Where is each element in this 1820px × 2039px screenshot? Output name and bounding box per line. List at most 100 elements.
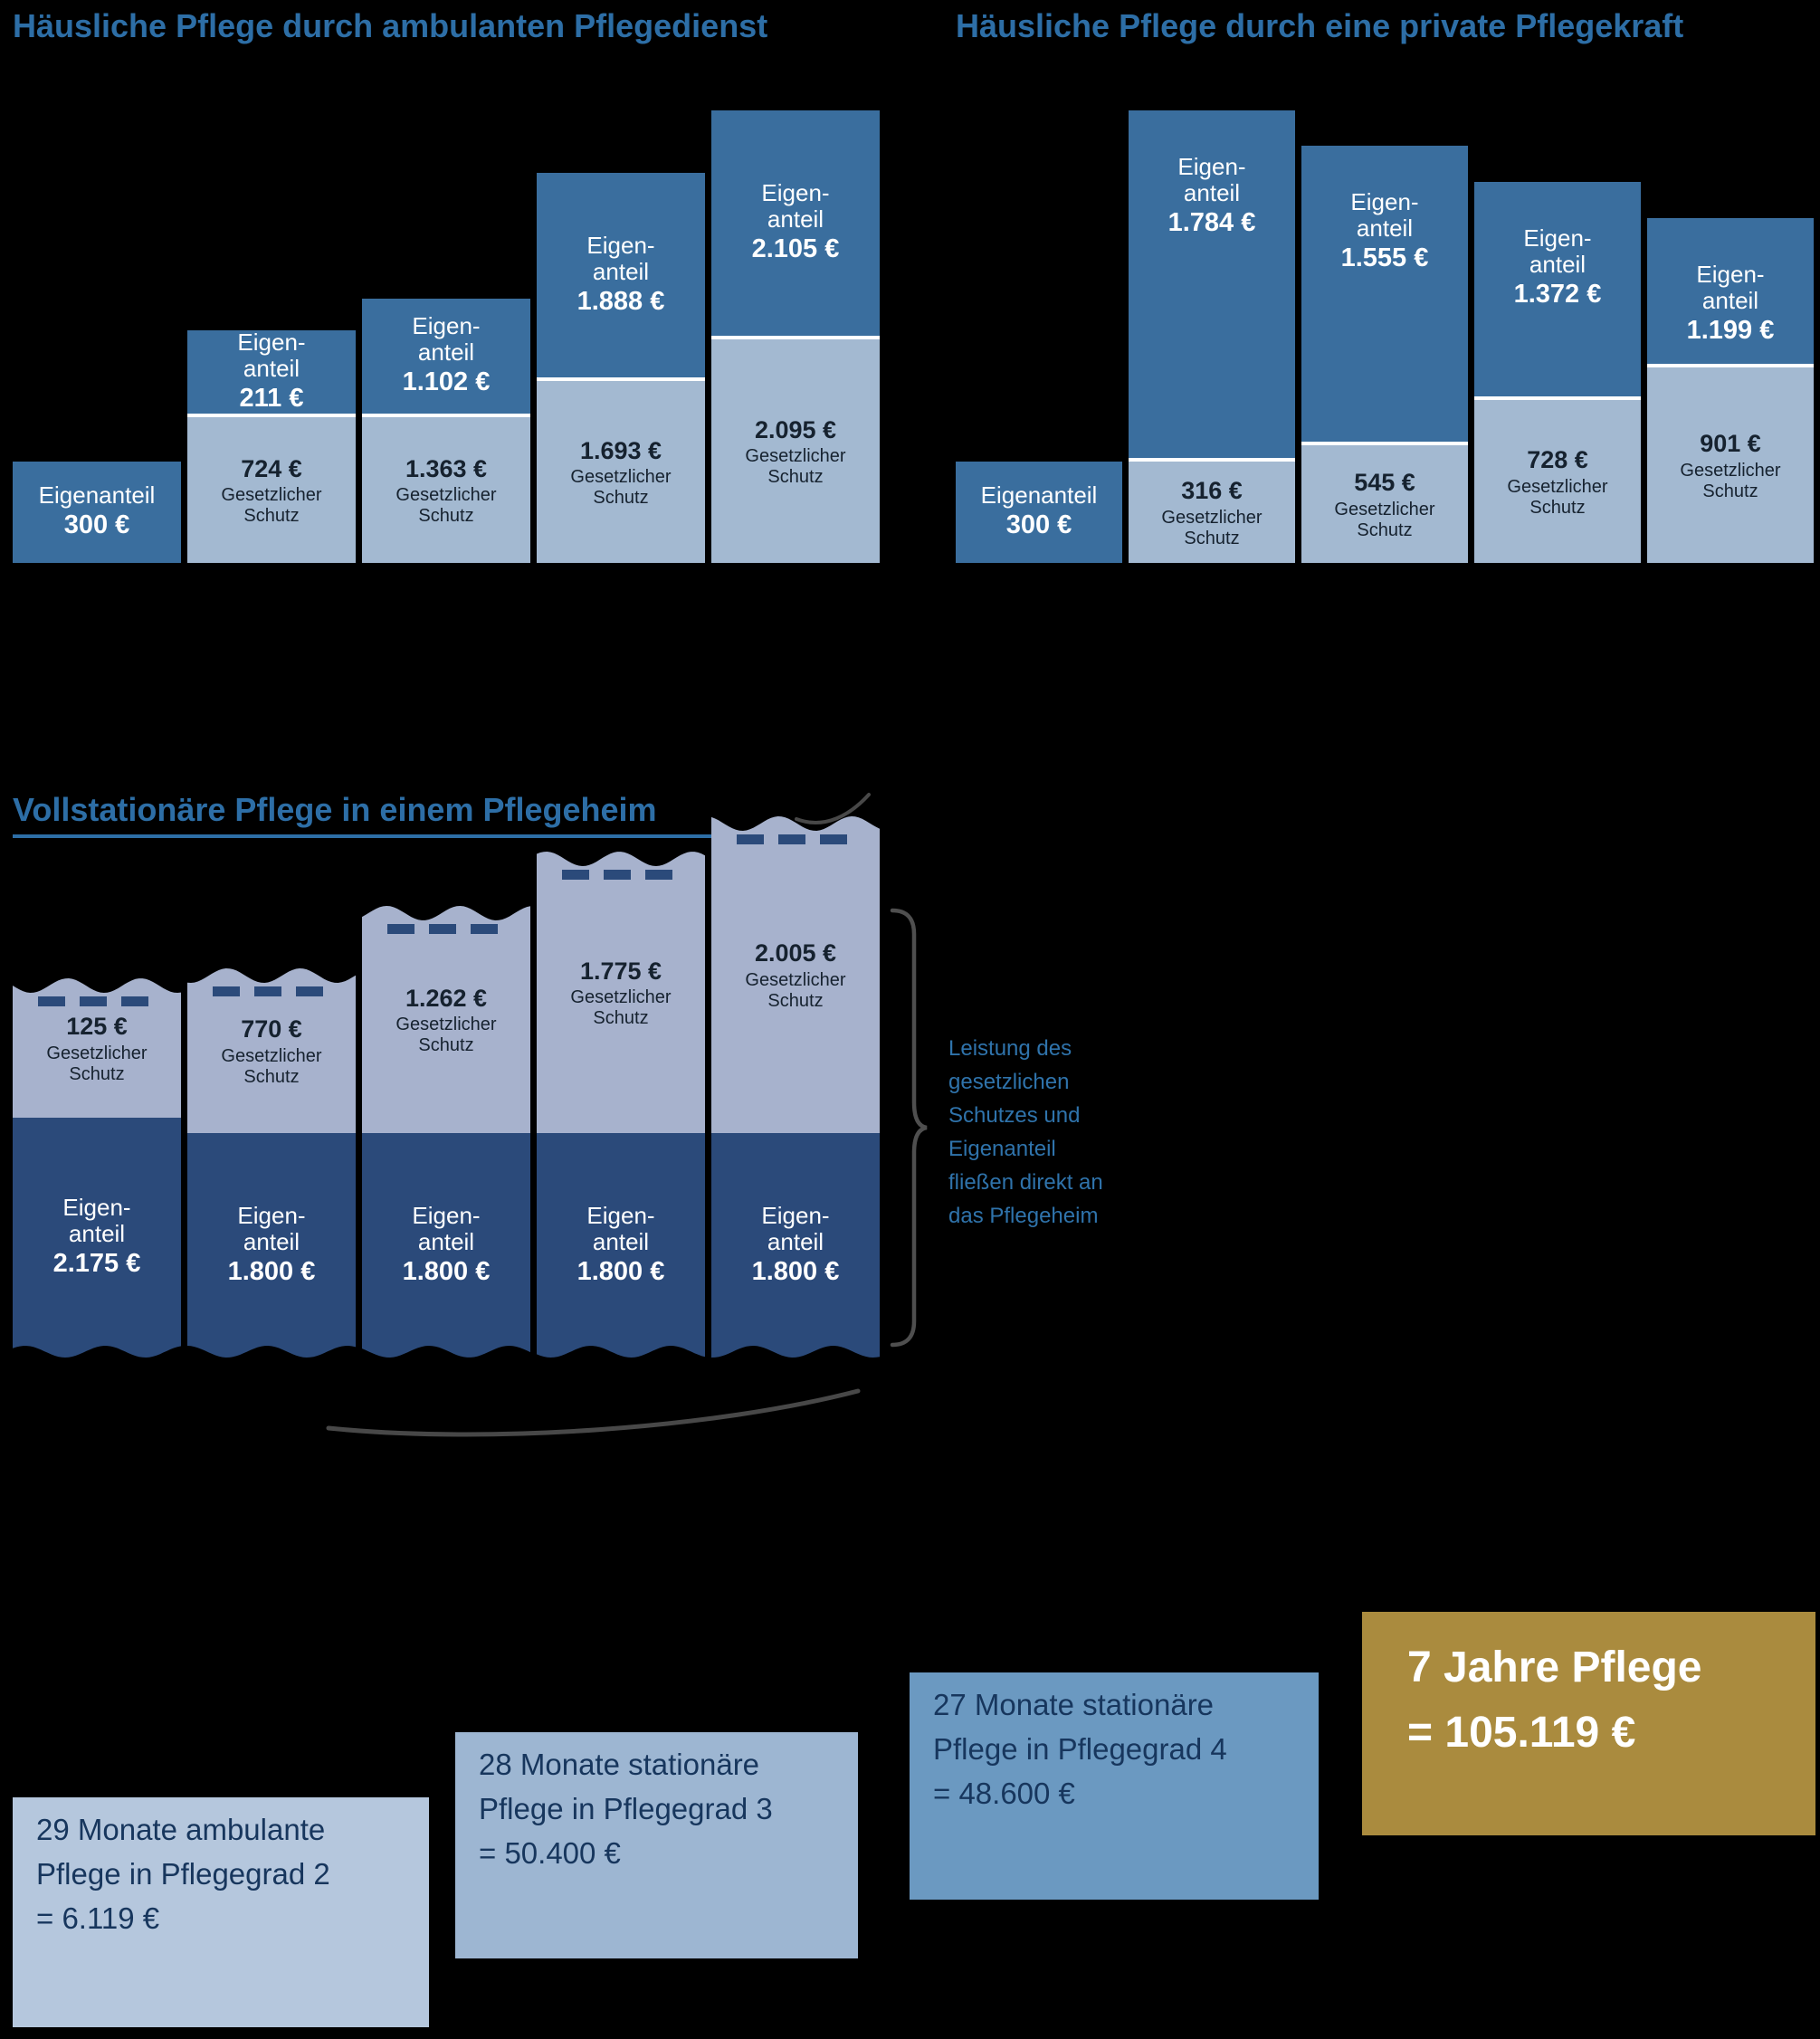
own-share-value: 1.800 € <box>402 1256 491 1286</box>
statutory-value: 316 € <box>1181 477 1243 505</box>
statutory-label: Gesetzlicher <box>570 987 672 1008</box>
statutory-value: 1.775 € <box>579 957 662 985</box>
statutory-label: Schutz <box>418 506 474 527</box>
own-share-label: Eigen- <box>586 1201 655 1229</box>
torn-text-marks <box>37 996 157 1006</box>
own-share-label: Eigen- <box>586 231 655 259</box>
statutory-label: Schutz <box>243 1066 300 1087</box>
statutory-value: 125 € <box>66 1013 128 1041</box>
statutory-label: Schutz <box>1184 528 1240 548</box>
own-share-label: anteil <box>767 205 824 233</box>
statutory-label: Gesetzlicher <box>221 485 322 506</box>
own-share-label: Eigen- <box>412 1201 481 1229</box>
summary-box-total: 7 Jahre Pflege = 105.119 € <box>1362 1612 1815 1835</box>
summary-line: = 6.119 € <box>36 1901 160 1935</box>
chart-title-privat: Häusliche Pflege durch eine private Pfle… <box>956 7 1684 44</box>
own-share-label: Eigen- <box>1177 153 1246 180</box>
statutory-label: Schutz <box>1357 519 1413 540</box>
own-share-label: Eigenanteil <box>980 481 1098 510</box>
statutory-label: Gesetzlicher <box>745 446 846 467</box>
statutory-value: 728 € <box>1527 446 1588 474</box>
own-share-label: anteil <box>68 1220 126 1248</box>
statutory-label: Gesetzlicher <box>1161 507 1263 528</box>
summary-line: 28 Monate stationäre <box>479 1748 760 1781</box>
summary-line: = 50.400 € <box>479 1835 621 1870</box>
annotation-line: Leistung des <box>948 1036 1072 1061</box>
own-share-value: 1.800 € <box>751 1256 840 1286</box>
own-share-label: Eigen- <box>761 1201 830 1229</box>
own-share-label: anteil <box>1529 251 1587 279</box>
own-share-value: 1.784 € <box>1167 208 1256 238</box>
own-share-value: 300 € <box>1005 510 1072 540</box>
statutory-label: Gesetzlicher <box>46 1043 148 1063</box>
own-share-label: Eigen- <box>761 179 830 207</box>
statutory-label: Schutz <box>593 1008 649 1029</box>
title-underline <box>13 834 787 838</box>
statutory-label: Schutz <box>69 1063 125 1084</box>
own-share-label: Eigen- <box>1523 224 1592 252</box>
summary-line: Pflege in Pflegegrad 3 <box>479 1791 773 1825</box>
statutory-value: 724 € <box>241 454 302 482</box>
statutory-value: 1.262 € <box>405 984 488 1012</box>
statutory-label: Schutz <box>767 467 824 488</box>
torn-text-marks <box>561 870 681 880</box>
summary-total-line: 7 Jahre Pflege <box>1407 1644 1702 1691</box>
own-share-value: 2.105 € <box>751 234 840 264</box>
brace-annotation: Leistung des gesetzlichen Schutzes und E… <box>948 1032 1103 1233</box>
own-share-value: 1.800 € <box>227 1256 316 1286</box>
own-share-label: anteil <box>767 1227 824 1255</box>
own-share-label: anteil <box>592 1227 650 1255</box>
own-share-label: anteil <box>1183 179 1241 207</box>
own-share-label: Eigen- <box>1696 261 1765 288</box>
own-share-label: anteil <box>243 354 300 382</box>
own-share-label: anteil <box>417 1227 475 1255</box>
own-share-label: anteil <box>592 257 650 285</box>
chart-title-stationaer: Vollstationäre Pflege in einem Pflegehei… <box>13 791 657 828</box>
own-share-label: Eigen- <box>1350 188 1419 215</box>
statutory-label: Gesetzlicher <box>1507 476 1608 497</box>
torn-text-marks <box>736 834 855 844</box>
statutory-label: Gesetzlicher <box>221 1045 322 1066</box>
own-share-label: Eigen- <box>62 1194 131 1222</box>
summary-line: Pflege in Pflegegrad 4 <box>933 1731 1227 1766</box>
summary-box-pflegegrad-4: 27 Monate stationäre Pflege in Pflegegra… <box>910 1672 1319 1900</box>
annotation-line: fließen direkt an <box>948 1170 1103 1195</box>
own-share-label: Eigen- <box>412 312 481 340</box>
summary-total-line: = 105.119 € <box>1407 1709 1636 1757</box>
summary-line: 29 Monate ambulante <box>36 1813 326 1846</box>
summary-line: Pflege in Pflegegrad 2 <box>36 1856 330 1891</box>
chart-title-ambulant: Häusliche Pflege durch ambulanten Pflege… <box>13 7 768 44</box>
statutory-label: Schutz <box>243 506 300 527</box>
own-share-value: 2.175 € <box>52 1249 141 1279</box>
annotation-line: das Pflegeheim <box>948 1204 1099 1228</box>
statutory-label: Schutz <box>1702 481 1758 501</box>
statutory-label: Schutz <box>593 488 649 509</box>
summary-line: 27 Monate stationäre <box>933 1688 1215 1721</box>
statutory-label: Gesetzlicher <box>1680 460 1781 481</box>
statutory-label: Gesetzlicher <box>570 467 672 488</box>
summary-box-pflegegrad-3: 28 Monate stationäre Pflege in Pflegegra… <box>455 1732 858 1958</box>
own-share-value: 1.800 € <box>576 1256 665 1286</box>
